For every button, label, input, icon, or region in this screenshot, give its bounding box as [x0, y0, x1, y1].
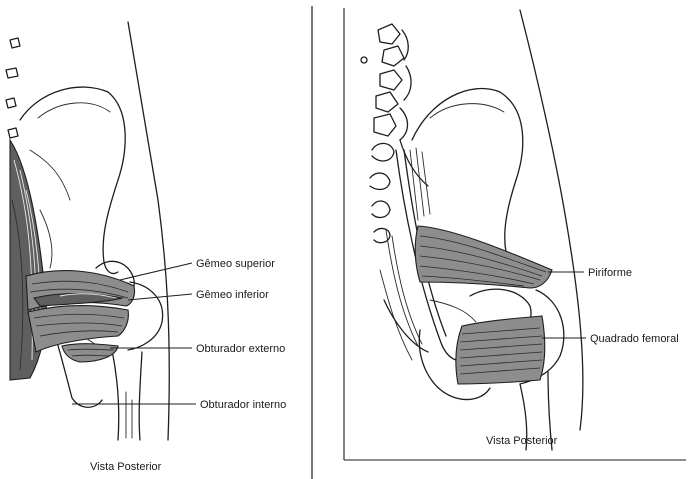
right-quadrado-femoral: [456, 316, 545, 384]
left-caption: Vista Posterior: [90, 461, 162, 473]
right-sacrum: [370, 143, 394, 242]
label-piriforme: Piriforme: [588, 267, 632, 279]
leader-gemeo-inferior: [128, 294, 192, 300]
label-obturador-interno: Obturador interno: [200, 399, 286, 411]
label-obturador-externo: Obturador externo: [196, 343, 285, 355]
left-body-outline: [128, 22, 169, 440]
label-gemeo-superior: Gêmeo superior: [196, 258, 275, 270]
label-gemeo-inferior: Gêmeo inferior: [196, 289, 269, 301]
right-piriforme: [415, 226, 552, 288]
label-quadrado-femoral: Quadrado femoral: [590, 333, 679, 345]
left-spine-fragments: [6, 38, 20, 138]
left-panel: Gêmeo superior Gêmeo inferior Obturador …: [6, 22, 286, 473]
right-spine: [361, 24, 411, 140]
left-femur-shaft: [112, 350, 142, 440]
right-caption: Vista Posterior: [486, 435, 558, 447]
right-panel: Piriforme Quadrado femoral Vista Posteri…: [344, 8, 686, 460]
